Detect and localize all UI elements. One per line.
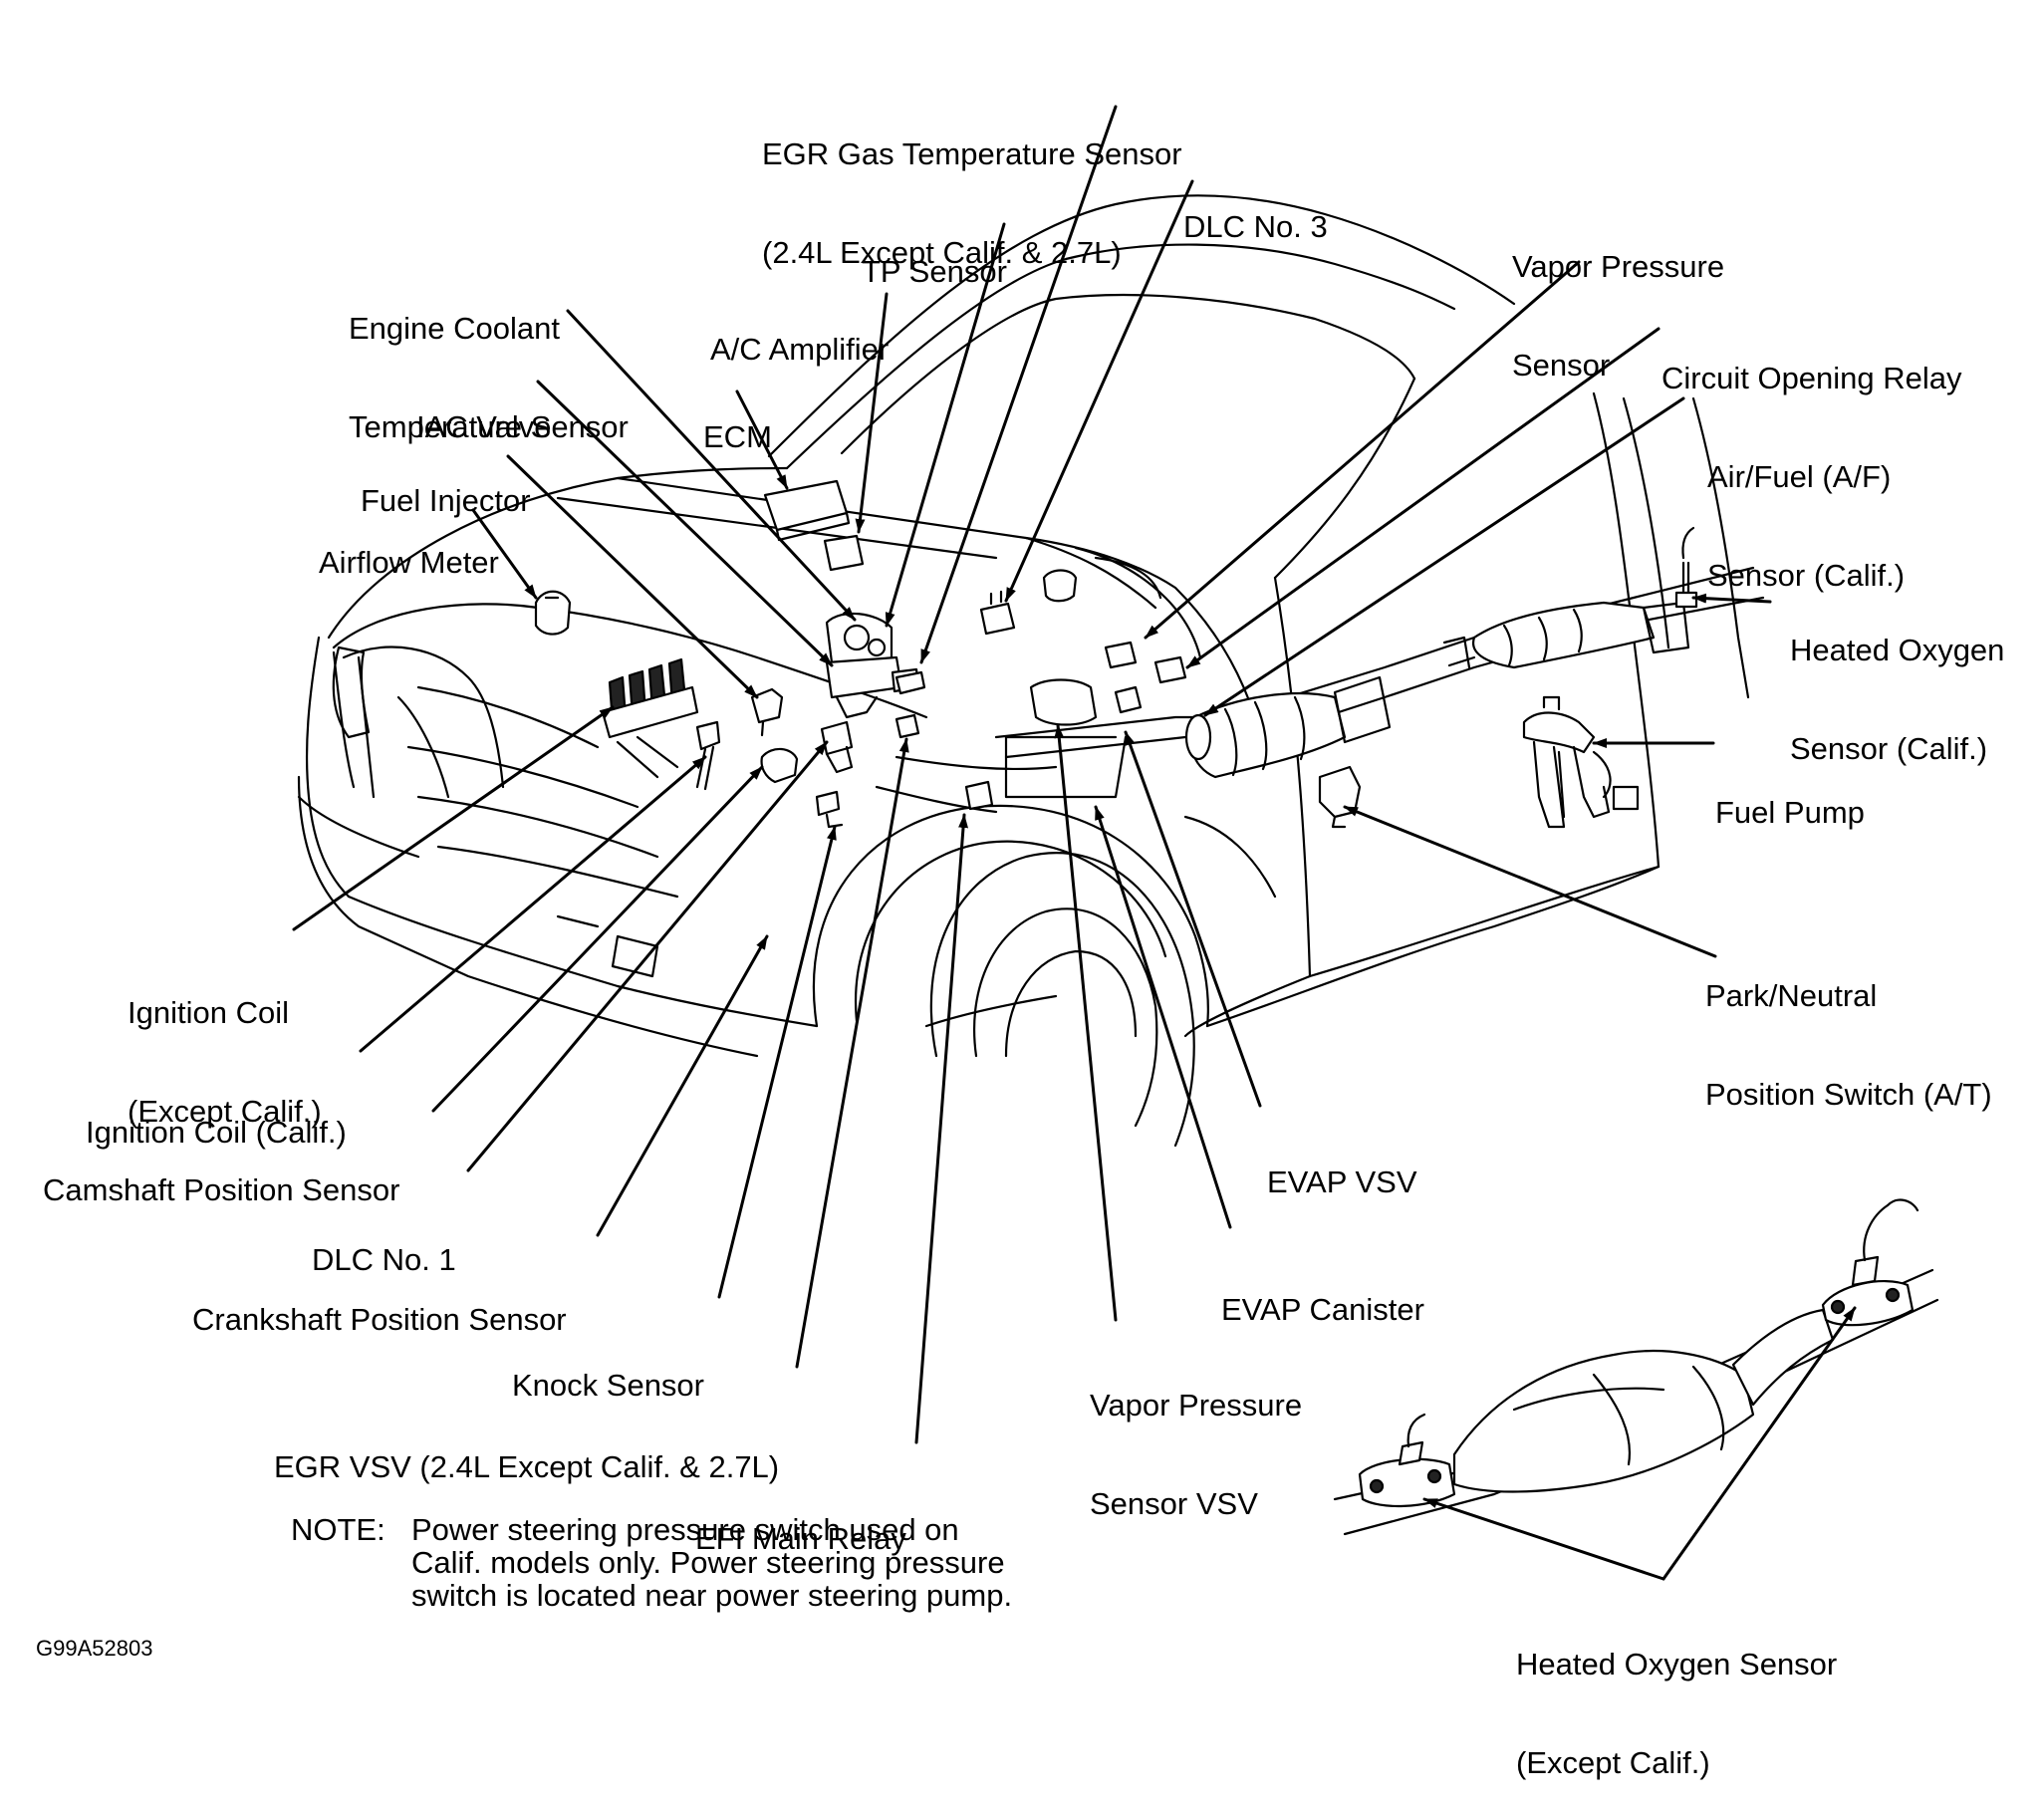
label-dlc-no-1: DLC No. 1 bbox=[312, 1177, 456, 1309]
label-line: (2.4L Except Calif. & 2.7L) bbox=[762, 235, 1122, 270]
label-line: Fuel Pump bbox=[1715, 795, 1865, 830]
label-line: TP Sensor bbox=[862, 254, 1007, 289]
label-dlc-no-3: DLC No. 3 bbox=[1183, 144, 1328, 276]
label-line: DLC No. 3 bbox=[1183, 209, 1328, 244]
label-line: Knock Sensor bbox=[512, 1368, 704, 1403]
park-neutral-switch-part bbox=[1318, 765, 1362, 829]
label-line: EFI Main Relay bbox=[695, 1521, 906, 1556]
note-text: Power steering pressure switch used on C… bbox=[411, 1513, 1012, 1612]
label-line: Sensor (Calif.) bbox=[1707, 558, 1906, 593]
label-camshaft-position-sensor: Camshaft Position Sensor bbox=[43, 1108, 399, 1239]
label-line: Ignition Coil bbox=[128, 995, 289, 1030]
label-engine-coolant-temperature-sensor: Engine Coolant Temperature Sensor bbox=[349, 246, 629, 476]
label-line: Sensor VSV bbox=[1090, 1486, 1258, 1521]
label-line: Fuel Injector bbox=[361, 483, 531, 518]
label-efi-main-relay: EFI Main Relay bbox=[695, 1456, 906, 1588]
label-line: (Except Calif.) bbox=[1516, 1745, 1710, 1780]
fuel-pump-drawing bbox=[1522, 695, 1640, 829]
note-line: Calif. models only. Power steering press… bbox=[411, 1545, 1005, 1580]
label-line: Crankshaft Position Sensor bbox=[192, 1302, 567, 1337]
label-air-fuel-sensor: Air/Fuel (A/F) Sensor (Calif.) bbox=[1707, 394, 1905, 625]
label-line: Heated Oxygen Sensor bbox=[1516, 1647, 1838, 1682]
note-line: Power steering pressure switch used on bbox=[411, 1512, 959, 1547]
label-line: Ignition Coil (Calif.) bbox=[86, 1115, 347, 1150]
label-fuel-pump: Fuel Pump bbox=[1715, 730, 1865, 862]
label-airflow-meter: Airflow Meter bbox=[319, 480, 499, 612]
note-prefix: NOTE: bbox=[291, 1512, 385, 1547]
label-line: (Except Calif.) bbox=[128, 1094, 322, 1129]
label-line: Temperature Sensor bbox=[349, 409, 629, 444]
label-line: Position Switch (A/T) bbox=[1705, 1077, 1992, 1112]
label-line: EGR VSV (2.4L Except Calif. & 2.7L) bbox=[274, 1449, 780, 1484]
label-tp-sensor: TP Sensor bbox=[862, 189, 1007, 321]
label-heated-oxygen-sensor-calif: Heated Oxygen Sensor (Calif.) bbox=[1790, 568, 2004, 798]
label-line: DLC No. 1 bbox=[312, 1242, 456, 1277]
label-line: EVAP VSV bbox=[1267, 1165, 1417, 1199]
note-line: switch is located near power steering pu… bbox=[411, 1578, 1013, 1613]
label-fuel-injector: Fuel Injector bbox=[361, 418, 531, 550]
label-line: A/C Amplifier bbox=[710, 332, 890, 367]
label-ignition-coil-calif: Ignition Coil (Calif.) bbox=[86, 1050, 347, 1181]
label-line: Air/Fuel (A/F) bbox=[1707, 459, 1892, 494]
label-park-neutral-position-switch: Park/Neutral Position Switch (A/T) bbox=[1705, 913, 1992, 1144]
label-circuit-opening-relay: Circuit Opening Relay bbox=[1661, 296, 1962, 427]
label-evap-vsv: EVAP VSV bbox=[1267, 1100, 1417, 1231]
label-line: EGR Gas Temperature Sensor bbox=[762, 136, 1182, 171]
label-line: Park/Neutral bbox=[1705, 978, 1878, 1013]
label-egr-vsv: EGR VSV (2.4L Except Calif. & 2.7L) bbox=[274, 1385, 779, 1516]
label-ac-amplifier: A/C Amplifier bbox=[710, 267, 889, 398]
label-crankshaft-position-sensor: Crankshaft Position Sensor bbox=[192, 1237, 567, 1369]
label-line: ECM bbox=[703, 419, 772, 454]
label-vapor-pressure-sensor-vsv: Vapor Pressure Sensor VSV bbox=[1090, 1323, 1302, 1553]
label-evap-canister: EVAP Canister bbox=[1221, 1227, 1424, 1359]
label-ecm: ECM bbox=[703, 355, 772, 486]
label-iac-valve: IAC Valve bbox=[416, 345, 552, 476]
label-line: Heated Oxygen bbox=[1790, 633, 2005, 667]
leader-lines bbox=[292, 105, 1857, 1581]
figure-code: G99A52803 bbox=[36, 1636, 153, 1661]
label-line: Camshaft Position Sensor bbox=[43, 1172, 400, 1207]
engine-components bbox=[534, 479, 1187, 829]
label-line: IAC Valve bbox=[416, 409, 552, 444]
label-line: Sensor bbox=[1512, 348, 1611, 383]
heated-oxygen-sensor-calif-part bbox=[1674, 526, 1698, 609]
label-line: Vapor Pressure bbox=[1512, 249, 1725, 284]
label-heated-oxygen-sensor-except-calif: Heated Oxygen Sensor (Except Calif.) bbox=[1516, 1582, 1837, 1812]
label-line: Sensor (Calif.) bbox=[1790, 731, 1988, 766]
label-knock-sensor: Knock Sensor bbox=[512, 1303, 704, 1434]
label-ignition-coil-except-calif: Ignition Coil (Except Calif.) bbox=[128, 930, 322, 1161]
label-line: Airflow Meter bbox=[319, 545, 499, 580]
label-line: Vapor Pressure bbox=[1090, 1388, 1303, 1423]
exhaust-system bbox=[1184, 566, 1765, 779]
inset-exhaust-drawing bbox=[1333, 1198, 1939, 1536]
label-line: Engine Coolant bbox=[349, 311, 560, 346]
label-line: Circuit Opening Relay bbox=[1661, 361, 1962, 395]
vehicle-component-diagram bbox=[292, 105, 1939, 1581]
label-vapor-pressure-sensor: Vapor Pressure Sensor bbox=[1512, 184, 1724, 414]
label-egr-gas-temperature-sensor: EGR Gas Temperature Sensor (2.4L Except … bbox=[762, 72, 1182, 302]
label-line: EVAP Canister bbox=[1221, 1292, 1424, 1327]
